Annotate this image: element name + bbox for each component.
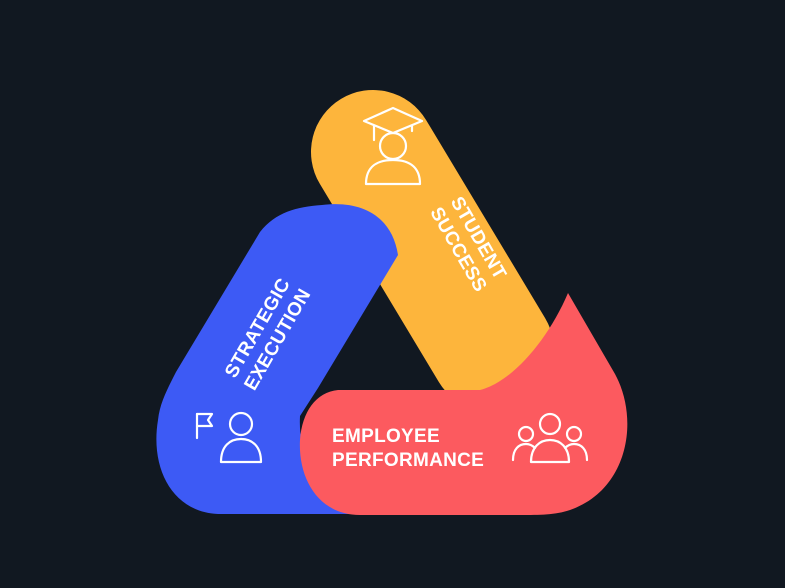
student-success-band <box>311 90 554 413</box>
graduate-icon <box>362 106 424 186</box>
employee-performance-label-line2: PERFORMANCE <box>332 450 484 471</box>
employee-performance-segment <box>299 293 628 515</box>
employee-performance-label-line1: EMPLOYEE <box>332 426 440 447</box>
employee-performance-band <box>299 293 628 515</box>
strategic-execution-segment <box>156 204 398 515</box>
employee-performance-label: EMPLOYEE PERFORMANCE <box>332 426 484 471</box>
student-success-segment <box>311 90 554 413</box>
strategic-execution-band <box>156 204 398 515</box>
group-icon <box>511 412 589 464</box>
person-with-flag-icon <box>195 411 263 464</box>
